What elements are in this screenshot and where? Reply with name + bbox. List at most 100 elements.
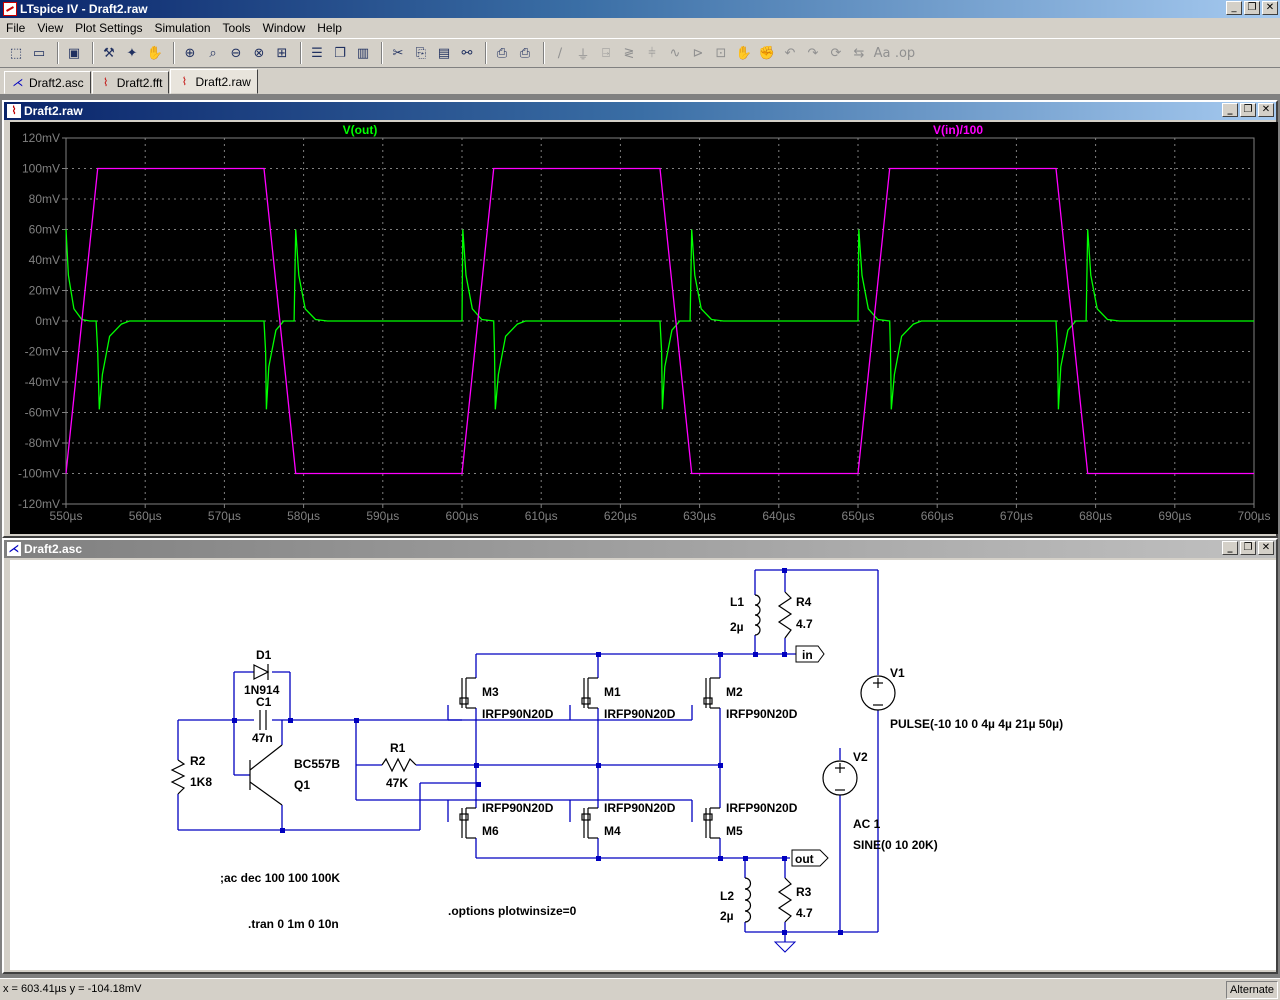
l2-ref[interactable]: L2 — [720, 889, 734, 903]
m6-ref[interactable]: M6 — [482, 824, 499, 838]
q1-ref[interactable]: Q1 — [294, 778, 310, 792]
capacitor-icon[interactable]: ⫩ — [648, 45, 656, 61]
schematic-drawing[interactable]: D1 1N914 C1 47n R2 1K8 BC557B Q1 R1 47K … — [10, 560, 1276, 970]
r2-ref[interactable]: R2 — [190, 754, 206, 768]
r4-value[interactable]: 4.7 — [796, 617, 813, 631]
m2-model[interactable]: IRFP90N20D — [726, 707, 798, 721]
m6-model[interactable]: IRFP90N20D — [482, 801, 554, 815]
menu-tools[interactable]: Tools — [222, 21, 251, 35]
tab-draft2-fft[interactable]: ⌇ Draft2.fft — [91, 71, 170, 94]
copy-icon[interactable]: ⎘ — [415, 45, 427, 61]
close-button[interactable]: ✕ — [1258, 541, 1274, 555]
menu-help[interactable]: Help — [317, 21, 342, 35]
schematic-window-title-bar[interactable]: ⋌ Draft2.asc _ ❐ ✕ — [4, 540, 1276, 558]
component-icon[interactable]: ⊡ — [715, 45, 727, 61]
find-icon[interactable]: ⚯ — [461, 45, 473, 61]
drag-icon[interactable]: ✊ — [758, 45, 776, 61]
tile-vertical-icon[interactable]: ▥ — [356, 45, 370, 61]
restore-button[interactable]: ❐ — [1240, 103, 1256, 117]
tab-draft2-raw[interactable]: ⌇ Draft2.raw — [170, 69, 258, 94]
v1-ref[interactable]: V1 — [890, 666, 905, 680]
cut-icon[interactable]: ✂ — [392, 45, 404, 61]
redo-icon[interactable]: ↷ — [807, 45, 819, 61]
m4-ref[interactable]: M4 — [604, 824, 621, 838]
mirror-icon[interactable]: ⇆ — [853, 45, 865, 61]
print-icon[interactable]: ⎙ — [519, 45, 531, 61]
m5-model[interactable]: IRFP90N20D — [726, 801, 798, 815]
m1-ref[interactable]: M1 — [604, 685, 621, 699]
zoom-fit-icon[interactable]: ⊗ — [253, 45, 265, 61]
r2-value[interactable]: 1K8 — [190, 775, 212, 789]
tab-draft2-asc[interactable]: ⋌ Draft2.asc — [4, 71, 91, 94]
wire-icon[interactable]: ∕ — [557, 45, 563, 61]
autorange-icon[interactable]: ⊞ — [276, 45, 288, 61]
v2-sine[interactable]: SINE(0 10 20K) — [853, 838, 938, 852]
minimize-button[interactable]: _ — [1222, 103, 1238, 117]
control-panel-icon[interactable]: ⚒ — [103, 45, 115, 61]
m4-model[interactable]: IRFP90N20D — [604, 801, 676, 815]
tile-horizontal-icon[interactable]: ☰ — [311, 45, 323, 61]
r4-ref[interactable]: R4 — [796, 595, 812, 609]
trace-label-v-out[interactable]: V(out) — [343, 123, 378, 137]
move-icon[interactable]: ✋ — [735, 45, 753, 61]
text-icon[interactable]: Aa — [873, 45, 891, 61]
directive-tran[interactable]: .tran 0 1m 0 10n — [248, 917, 339, 931]
rotate-icon[interactable]: ⟳ — [830, 45, 842, 61]
cascade-icon[interactable]: ❐ — [334, 45, 346, 61]
diode-icon[interactable]: ⊳ — [692, 45, 704, 61]
undo-icon[interactable]: ↶ — [784, 45, 796, 61]
r3-ref[interactable]: R3 — [796, 885, 812, 899]
m1-model[interactable]: IRFP90N20D — [604, 707, 676, 721]
restore-button[interactable]: ❐ — [1244, 1, 1260, 15]
schematic-canvas[interactable]: D1 1N914 C1 47n R2 1K8 BC557B Q1 R1 47K … — [10, 560, 1276, 970]
ltspice-app-icon[interactable] — [3, 2, 17, 16]
halt-icon[interactable]: ✋ — [146, 45, 164, 61]
l1-value[interactable]: 2µ — [730, 620, 744, 634]
m5-ref[interactable]: M5 — [726, 824, 743, 838]
plot-window-title-bar[interactable]: ⌇ Draft2.raw _ ❐ ✕ — [4, 102, 1276, 120]
paste-icon[interactable]: ▤ — [437, 45, 451, 61]
label-icon[interactable]: ⍈ — [602, 45, 610, 61]
c1-ref[interactable]: C1 — [256, 695, 272, 709]
net-label-out-flag[interactable] — [791, 849, 829, 867]
waveform-chart[interactable]: 120mV100mV80mV60mV40mV20mV0mV-20mV-40mV-… — [10, 122, 1278, 534]
zoom-out-icon[interactable]: ⊖ — [230, 45, 242, 61]
resistor-icon[interactable]: ≷ — [623, 45, 635, 61]
zoom-pan-icon[interactable]: ⌕ — [209, 45, 217, 61]
menu-file[interactable]: File — [6, 21, 26, 35]
open-icon[interactable]: ▭ — [32, 45, 46, 61]
d1-value[interactable]: 1N914 — [244, 683, 280, 697]
spice-directive-icon[interactable]: .op — [894, 45, 916, 61]
net-label-out[interactable]: out — [795, 852, 814, 866]
print-setup-icon[interactable]: ⎙ — [496, 45, 508, 61]
v2-ref[interactable]: V2 — [853, 750, 868, 764]
r1-ref[interactable]: R1 — [390, 741, 406, 755]
ground-icon[interactable]: ⏚ — [576, 47, 590, 63]
r3-value[interactable]: 4.7 — [796, 906, 813, 920]
directive-ac[interactable]: ;ac dec 100 100 100K — [220, 871, 340, 885]
menu-window[interactable]: Window — [262, 21, 306, 35]
q1-model[interactable]: BC557B — [294, 757, 340, 771]
zoom-in-icon[interactable]: ⊕ — [184, 45, 196, 61]
net-label-in[interactable]: in — [802, 648, 813, 662]
c1-value[interactable]: 47n — [252, 731, 273, 745]
close-button[interactable]: ✕ — [1258, 103, 1274, 117]
restore-button[interactable]: ❐ — [1240, 541, 1256, 555]
trace-label-v-in[interactable]: V(in)/100 — [933, 123, 983, 137]
close-button[interactable]: ✕ — [1262, 1, 1278, 15]
menu-plot-settings[interactable]: Plot Settings — [75, 21, 143, 35]
minimize-button[interactable]: _ — [1222, 541, 1238, 555]
run-icon[interactable]: ✦ — [126, 45, 138, 61]
m3-ref[interactable]: M3 — [482, 685, 499, 699]
schematic-window[interactable]: ⋌ Draft2.asc _ ❐ ✕ — [2, 538, 1278, 974]
m3-model[interactable]: IRFP90N20D — [482, 707, 554, 721]
menu-view[interactable]: View — [37, 21, 64, 35]
minimize-button[interactable]: _ — [1226, 1, 1242, 15]
d1-ref[interactable]: D1 — [256, 648, 272, 662]
v1-value[interactable]: PULSE(-10 10 0 4µ 4µ 21µ 50µ) — [890, 717, 1063, 731]
l1-ref[interactable]: L1 — [730, 595, 744, 609]
menu-simulation[interactable]: Simulation — [154, 21, 211, 35]
r1-value[interactable]: 47K — [386, 776, 408, 790]
